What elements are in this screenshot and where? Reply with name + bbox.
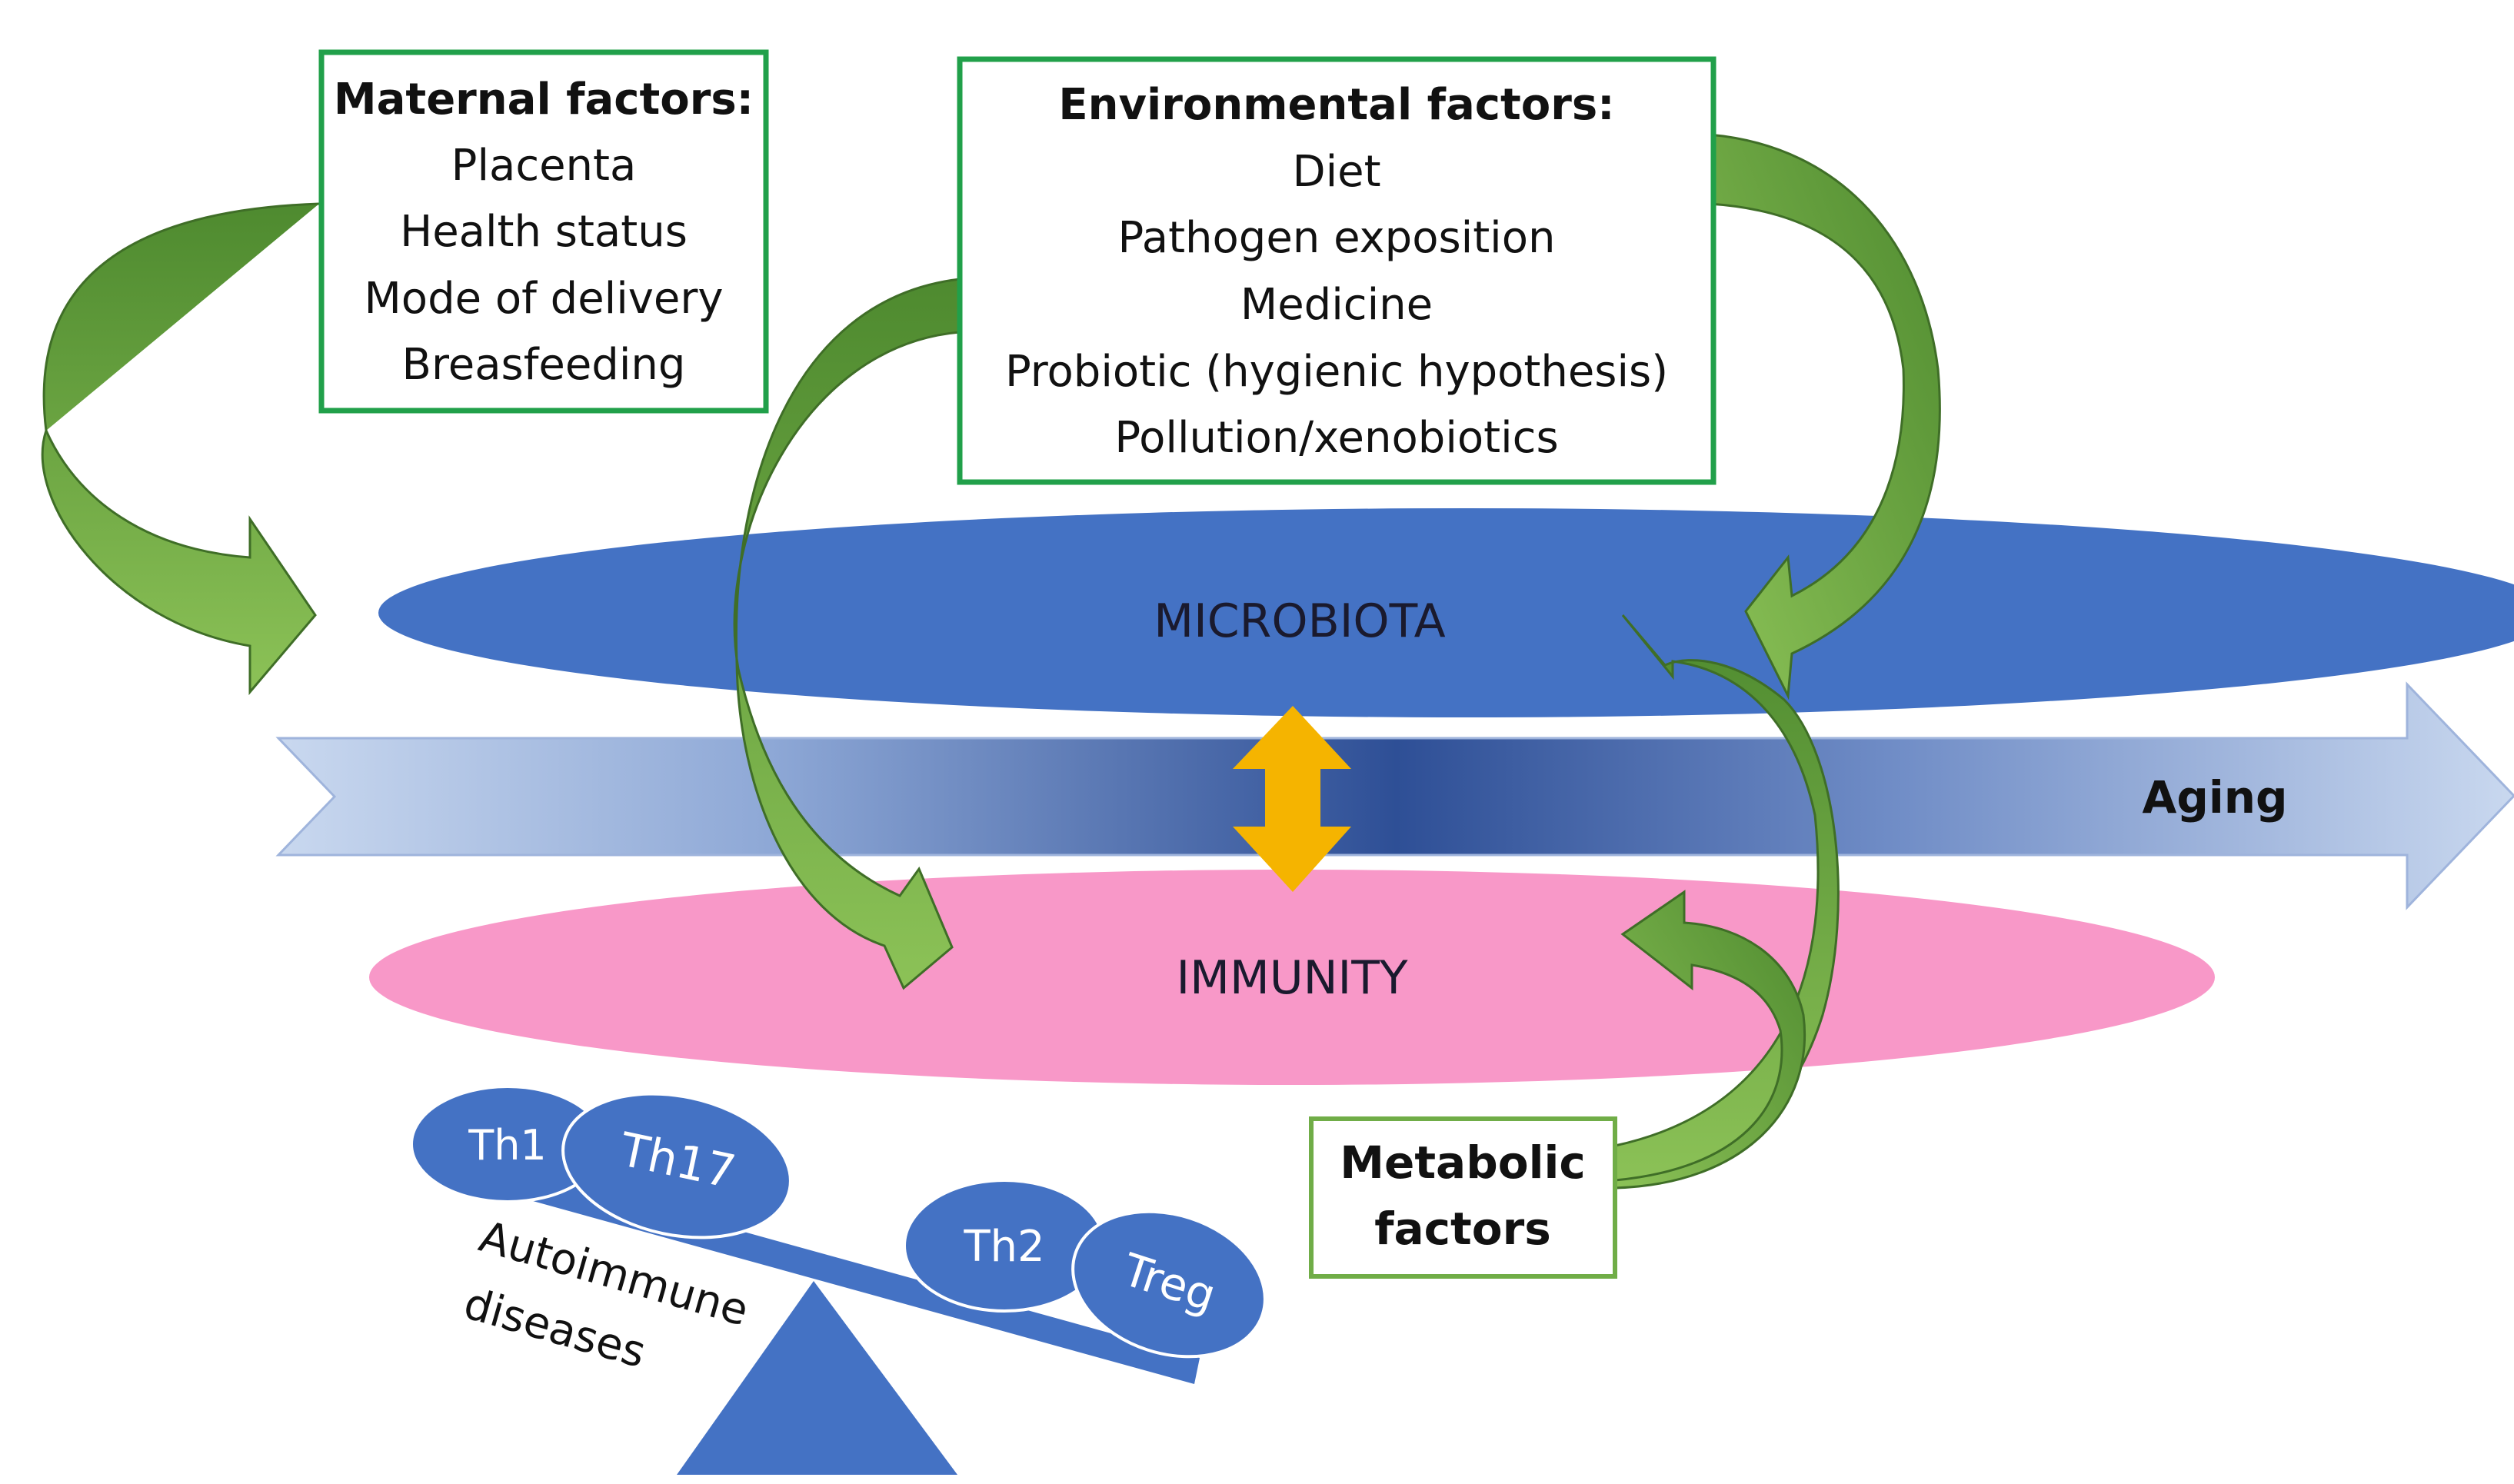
maternal-arrow-icon [41, 202, 320, 696]
environmental-item: Probiotic (hygienic hypothesis) [1005, 347, 1668, 397]
environmental-immunity-arrow-icon [733, 278, 961, 990]
immunity-label: IMMUNITY [1176, 951, 1407, 1005]
metabolic-line1: Metabolic [1340, 1136, 1585, 1189]
metabolic-factors-box: Metabolic factors [1309, 1116, 1617, 1279]
treg-cell [1071, 1209, 1267, 1359]
environmental-item: Diet [1292, 147, 1380, 197]
environmental-factors-box: Environmental factors: Diet Pathogen exp… [957, 56, 1717, 485]
environmental-microbiota-arrow-icon [1707, 133, 1941, 700]
th2-label: Th2 [963, 1222, 1044, 1272]
maternal-title: Maternal factors: [334, 75, 754, 125]
balance-scale: Th1 Th17 Th2 Treg Autoimmune diseases [410, 1085, 1267, 1475]
aging-arrow: Aging [275, 681, 2514, 910]
environmental-title: Environmental factors: [1058, 80, 1614, 130]
aging-label: Aging [2142, 771, 2287, 824]
maternal-item: Mode of delivery [364, 274, 723, 324]
metabolic-immunity-arrow-icon [1613, 890, 1806, 1190]
th17-cell [561, 1092, 792, 1239]
maternal-item: Placenta [451, 141, 637, 191]
microbiota-label: MICROBIOTA [1154, 594, 1445, 648]
immunity-ellipse: IMMUNITY [369, 870, 2215, 1085]
maternal-item: Breasfeeding [402, 340, 686, 390]
maternal-factors-box: Maternal factors: Placenta Health status… [318, 49, 769, 414]
double-arrow-icon [1233, 706, 1351, 892]
environmental-item: Medicine [1240, 280, 1433, 330]
environmental-item: Pollution/xenobiotics [1114, 413, 1558, 463]
microbiota-ellipse: MICROBIOTA [378, 508, 2514, 717]
environmental-item: Pathogen exposition [1118, 213, 1556, 263]
metabolic-line2: factors [1374, 1203, 1550, 1255]
maternal-item: Health status [400, 207, 688, 257]
scale-fulcrum [677, 1281, 957, 1475]
th1-label: Th1 [468, 1121, 547, 1170]
